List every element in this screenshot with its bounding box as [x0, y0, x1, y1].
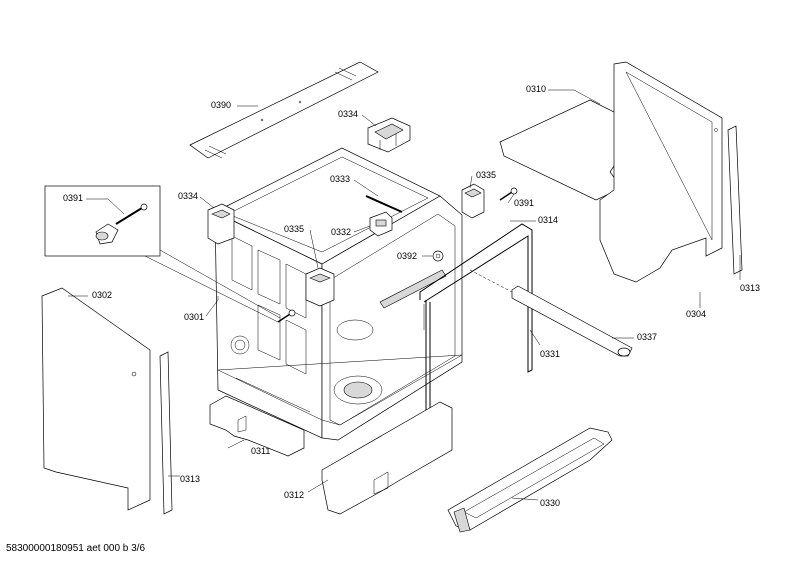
label-0334-left: 0334 — [178, 191, 199, 201]
label-0313-right: 0313 — [740, 283, 761, 293]
label-0304: 0304 — [686, 309, 707, 319]
part-0311-base — [209, 395, 305, 457]
label-0312: 0312 — [284, 490, 305, 500]
label-0330: 0330 — [540, 498, 561, 508]
label-0311: 0311 — [251, 446, 271, 456]
label-0313-left: 0313 — [180, 474, 201, 484]
label-0392: 0392 — [397, 251, 418, 261]
part-0313-strip-right — [727, 125, 743, 275]
label-0331: 0331 — [540, 349, 561, 359]
detail-box-0391 — [44, 185, 281, 323]
part-0312-front-foam — [321, 401, 453, 515]
label-0335-left: 0335 — [284, 224, 305, 234]
part-0302-left-panel — [41, 287, 151, 511]
part-0391-screw-center — [277, 309, 296, 323]
part-0334-bracket — [367, 117, 411, 153]
label-0334-top: 0334 — [338, 109, 359, 119]
part-0304-right-panel — [599, 61, 723, 283]
part-0334-left-bracket — [207, 203, 235, 245]
label-0335-right: 0335 — [476, 170, 497, 180]
part-0333-rod — [365, 195, 403, 213]
label-0391-box: 0391 — [63, 193, 84, 203]
part-0332-hinge — [369, 211, 393, 237]
part-0390-top-cover — [189, 61, 379, 159]
leader-lines — [68, 89, 741, 501]
label-0391-right: 0391 — [514, 198, 535, 208]
part-0330-tray — [447, 427, 613, 533]
part-0335-clip-right — [461, 183, 485, 219]
part-0392 — [432, 250, 444, 262]
label-0302: 0302 — [92, 290, 113, 300]
label-0332: 0332 — [331, 227, 352, 237]
label-0310: 0310 — [526, 84, 547, 94]
label-0301: 0301 — [184, 312, 205, 322]
label-0314: 0314 — [538, 215, 559, 225]
label-0390: 0390 — [211, 100, 232, 110]
label-0337: 0337 — [637, 332, 658, 342]
part-0335-clip-left — [305, 267, 335, 307]
document-reference: 58300000180951 aet 000 b 3/6 — [6, 543, 146, 554]
part-0313-strip-left — [159, 351, 173, 515]
label-0333: 0333 — [330, 174, 351, 184]
part-0337-rail — [469, 269, 633, 357]
part-0301-tub — [214, 147, 463, 441]
